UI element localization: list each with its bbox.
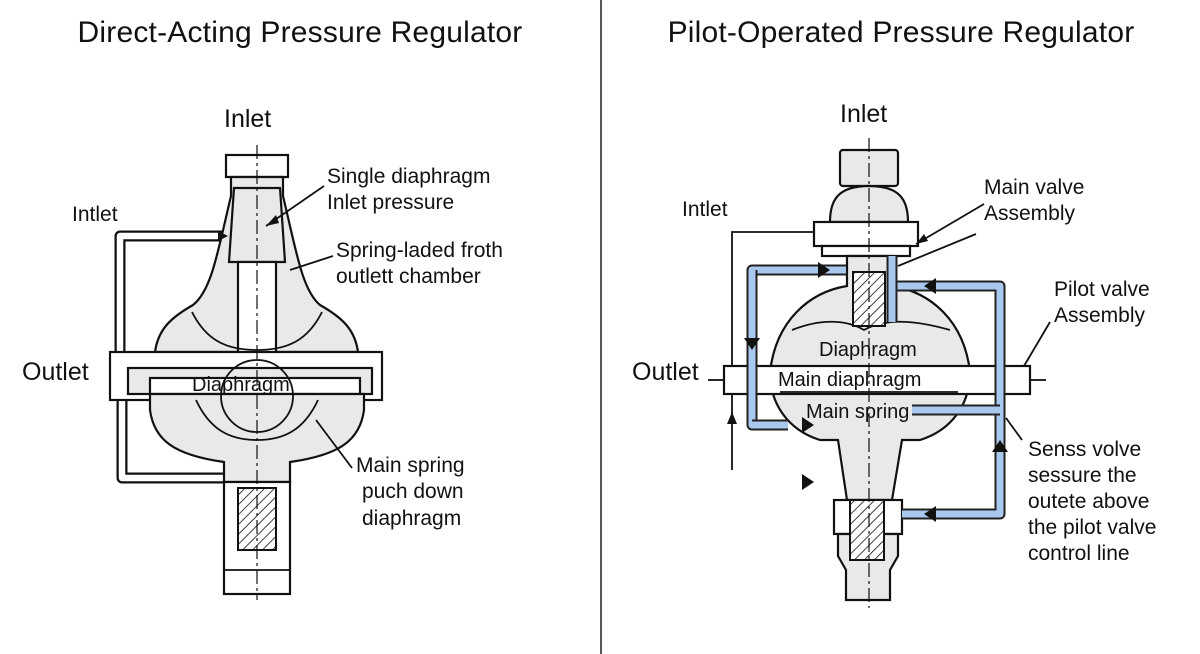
right-top-dome <box>828 184 910 224</box>
flow-arrow <box>818 262 830 278</box>
right-label-pilot-valve-2: Assembly <box>1054 304 1146 327</box>
left-label-diaphragm: Diaphragm <box>192 374 290 396</box>
flow-arrow <box>924 506 936 522</box>
flow-arrow <box>744 338 760 350</box>
flow-arrow <box>802 417 814 433</box>
left-label-spring-laded-2: outlett chamber <box>336 265 481 288</box>
right-label-pilot-valve-1: Pilot valve <box>1054 278 1150 301</box>
right-label-sense-1: Senss volve <box>1028 438 1141 461</box>
left-label-main-spring-3: diaphragm <box>362 507 461 530</box>
left-label-inlet-top: Inlet <box>224 105 271 133</box>
flow-arrow <box>802 474 814 490</box>
right-label-sense-4: the pilot valve <box>1028 516 1156 539</box>
right-label-inlet-side: Intlet <box>682 198 728 221</box>
pilot-operated-panel: Pilot-Operated Pressure Regulator <box>600 0 1200 654</box>
left-label-spring-laded-1: Spring-laded froth <box>336 239 503 262</box>
right-label-main-spring: Main spring <box>806 401 909 423</box>
right-label-main-valve-2: Assembly <box>984 202 1076 225</box>
right-label-main-diaphragm: Main diaphragm <box>778 369 921 391</box>
left-label-main-spring-1: Main spring <box>356 454 465 477</box>
right-label-inlet-top: Inlet <box>840 100 887 128</box>
right-label-sense-3: outete above <box>1028 490 1149 513</box>
left-label-inlet-side: Intlet <box>72 203 118 226</box>
left-label-single-diaphragm-1: Single diaphragm <box>327 165 490 188</box>
flow-arrow <box>992 440 1008 452</box>
right-lower-spring <box>849 499 885 561</box>
left-title: Direct-Acting Pressure Regulator <box>77 16 523 49</box>
right-main-valve-plate <box>812 220 920 248</box>
right-label-sense-2: sessure the <box>1028 464 1137 487</box>
flow-arrow <box>924 278 936 294</box>
right-title: Pilot-Operated Pressure Regulator <box>667 16 1135 49</box>
left-label-outlet: Outlet <box>22 358 89 386</box>
pilot-operated-diagram: Inlet Intlet Outlet Main valve Assembly … <box>632 100 1156 608</box>
left-label-main-spring-2: puch down <box>362 480 464 503</box>
direct-acting-diagram: Inlet Intlet Outlet Single diaphragm Inl… <box>22 105 503 600</box>
right-label-diaphragm: Diaphragm <box>819 339 917 361</box>
left-label-single-diaphragm-2: Inlet pressure <box>327 191 454 214</box>
right-label-main-valve-1: Main valve <box>984 176 1084 199</box>
right-label-outlet: Outlet <box>632 358 699 386</box>
direct-acting-panel: Direct-Acting Pressure Regulator <box>22 16 523 600</box>
right-label-sense-5: control line <box>1028 542 1130 565</box>
